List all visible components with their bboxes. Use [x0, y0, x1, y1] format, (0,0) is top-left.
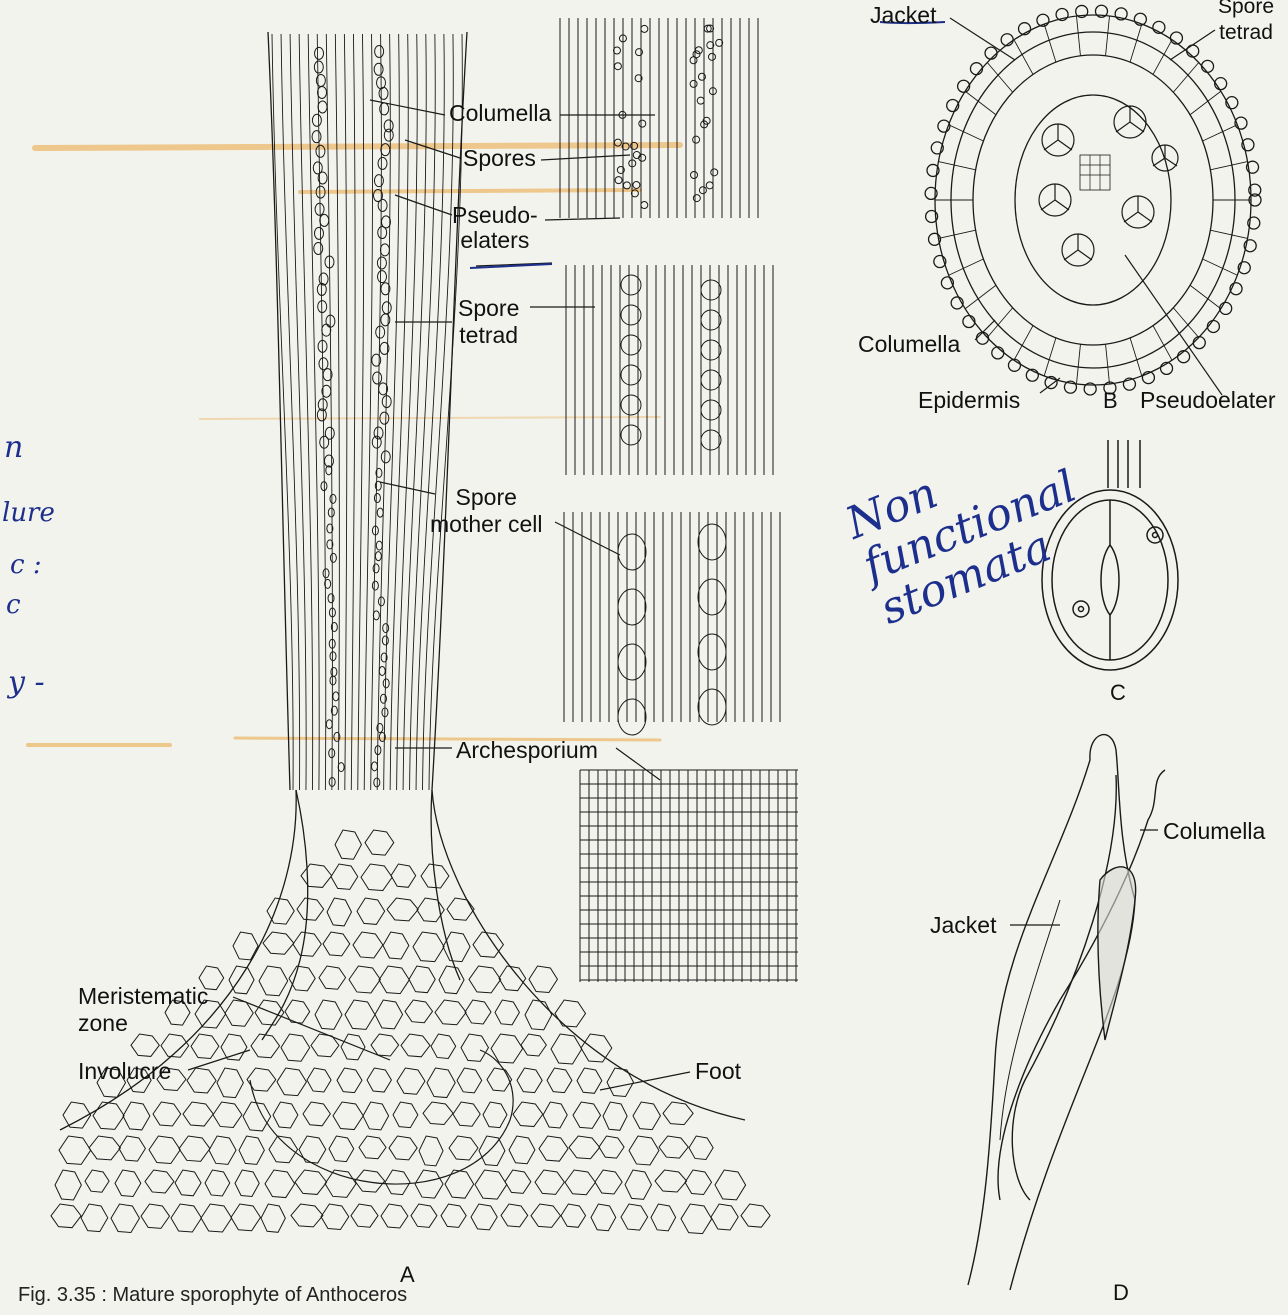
margin-note-2: lure — [2, 498, 55, 528]
label-spore-mother-cell: Spore mother cell — [430, 484, 542, 538]
panel-b-leaders — [950, 18, 1222, 395]
label-spore-tetrad-b: Spore tetrad — [1218, 0, 1274, 46]
label-pseudoelaters: Pseudo- elaters — [452, 203, 538, 253]
label-involucre: Involucre — [78, 1058, 171, 1085]
margin-note-4: c — [6, 590, 21, 620]
label-columella-a: Columella — [449, 100, 551, 127]
strip-archesporium — [580, 770, 798, 982]
strip-spores — [560, 18, 758, 218]
strip-spore-tetrad — [566, 265, 773, 475]
label-spore-tetrad-a: Spore tetrad — [458, 295, 519, 349]
panel-letter-c: C — [1110, 680, 1126, 706]
epidermis-cells — [925, 5, 1261, 395]
label-columella-d: Columella — [1163, 818, 1265, 845]
label-meristematic-zone: Meristematic zone — [78, 983, 208, 1037]
label-columella-b: Columella — [858, 331, 960, 358]
label-jacket-d: Jacket — [930, 912, 996, 939]
spore-tetrads — [1039, 106, 1178, 266]
panel-letter-d: D — [1113, 1280, 1129, 1306]
margin-note-1: n — [4, 430, 23, 465]
label-jacket-b: Jacket — [870, 2, 936, 29]
panel-d-drawing — [968, 735, 1165, 1290]
label-epidermis: Epidermis — [918, 387, 1020, 414]
margin-note-3: c : — [10, 550, 42, 580]
panel-letter-b: B — [1103, 388, 1118, 414]
label-archesporium: Archesporium — [456, 737, 598, 764]
margin-note-5: y - — [8, 665, 45, 700]
figure-caption: Fig. 3.35 : Mature sporophyte of Anthoce… — [18, 1284, 407, 1315]
label-pseudoelater: Pseudoelater — [1140, 387, 1276, 414]
panel-a-enlarged-strips — [560, 18, 798, 982]
panel-a-leaders — [188, 100, 690, 1090]
panel-a-drawing — [51, 32, 770, 1234]
label-spores: Spores — [463, 145, 536, 172]
label-foot: Foot — [695, 1058, 741, 1085]
panel-b-drawing — [925, 5, 1261, 395]
strip-spore-mother-cell — [564, 512, 780, 735]
